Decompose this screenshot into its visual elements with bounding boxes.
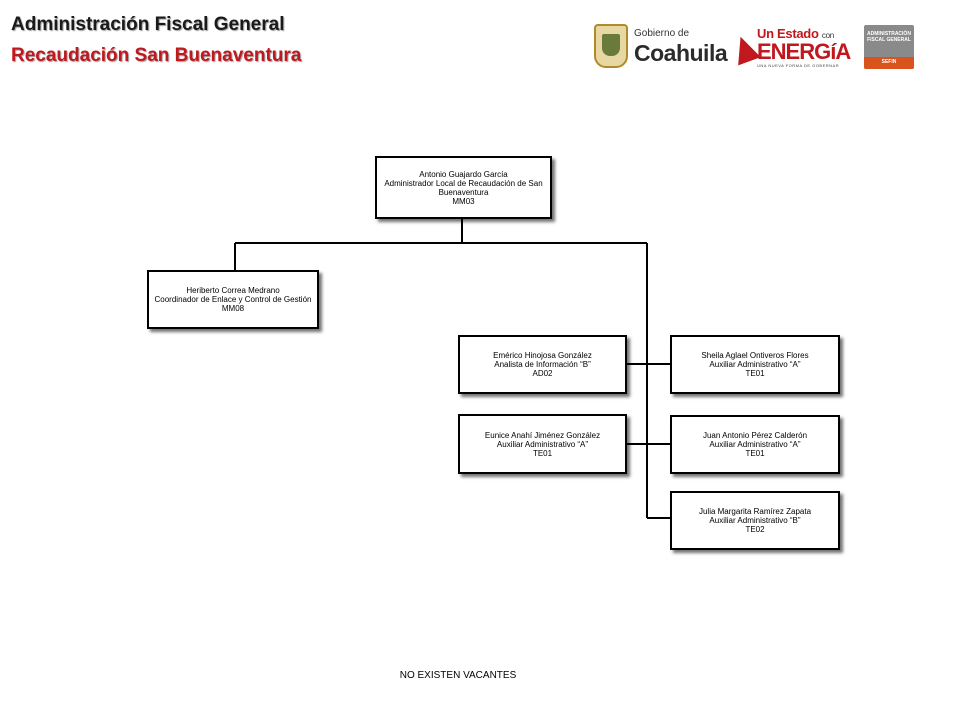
org-box-staff: Emérico Hinojosa González Analista de In… — [458, 335, 627, 394]
staff-role: Auxiliar Administrativo “A” — [496, 439, 589, 449]
coordinator-role: Coordinador de Enlace y Control de Gesti… — [154, 295, 312, 304]
afg-logo: ADMINISTRACIÓN FISCAL GENERAL SEFIN — [864, 25, 914, 69]
head-role: Administrador Local de Recaudación de Sa… — [384, 178, 543, 197]
head-name: Antonio Guajardo García — [419, 169, 508, 179]
page-subtitle: Recaudación San Buenaventura — [11, 45, 302, 66]
staff-code: TE01 — [532, 448, 553, 458]
afg-logo-text: ADMINISTRACIÓN FISCAL GENERAL — [867, 31, 911, 43]
org-box-staff: Eunice Anahí Jiménez González Auxiliar A… — [458, 414, 627, 474]
energia-logo-tagline: UNA NUEVA FORMA DE GOBERNAR — [757, 63, 840, 68]
staff-name: Emérico Hinojosa González — [493, 351, 592, 360]
coahuila-logo-line1: Gobierno de — [634, 28, 690, 39]
staff-role: Auxiliar Administrativo “B” — [709, 516, 801, 525]
staff-code: AD02 — [532, 369, 553, 378]
coordinator-name: Heriberto Correa Medrano — [186, 286, 280, 295]
head-code: MM03 — [452, 196, 475, 206]
coahuila-logo: Gobierno de Coahuila — [594, 24, 728, 72]
org-box-head: Antonio Guajardo García Administrador Lo… — [375, 156, 552, 219]
coat-of-arms-icon — [594, 24, 628, 68]
energia-logo: Un Estado con ENERGíA UNA NUEVA FORMA DE… — [729, 26, 851, 70]
energia-logo-line2: ENERGíA — [757, 39, 851, 64]
org-box-staff: Juan Antonio Pérez Calderón Auxiliar Adm… — [670, 415, 840, 474]
vacancies-note: NO EXISTEN VACANTES — [399, 670, 517, 681]
staff-role: Auxiliar Administrativo “A” — [709, 440, 801, 449]
org-box-coordinator: Heriberto Correa Medrano Coordinador de … — [147, 270, 319, 329]
org-box-staff: Julia Margarita Ramírez Zapata Auxiliar … — [670, 491, 840, 550]
org-box-staff: Sheila Aglael Ontiveros Flores Auxiliar … — [670, 335, 840, 394]
staff-name: Juan Antonio Pérez Calderón — [702, 431, 808, 440]
staff-role: Auxiliar Administrativo “A” — [709, 360, 801, 369]
coordinator-code: MM08 — [221, 304, 245, 313]
staff-name: Sheila Aglael Ontiveros Flores — [701, 351, 809, 360]
energia-logo-line1: Un Estado con — [757, 26, 834, 41]
staff-code: TE01 — [745, 369, 765, 378]
staff-name: Julia Margarita Ramírez Zapata — [698, 507, 812, 516]
afg-logo-band: SEFIN — [864, 57, 914, 69]
page-title: Administración Fiscal General — [11, 14, 285, 35]
staff-role: Analista de Información “B” — [494, 360, 591, 369]
staff-name: Eunice Anahí Jiménez González — [484, 430, 601, 440]
coahuila-logo-line2: Coahuila — [634, 40, 728, 66]
staff-code: TE01 — [745, 449, 765, 458]
staff-code: TE02 — [745, 525, 765, 534]
